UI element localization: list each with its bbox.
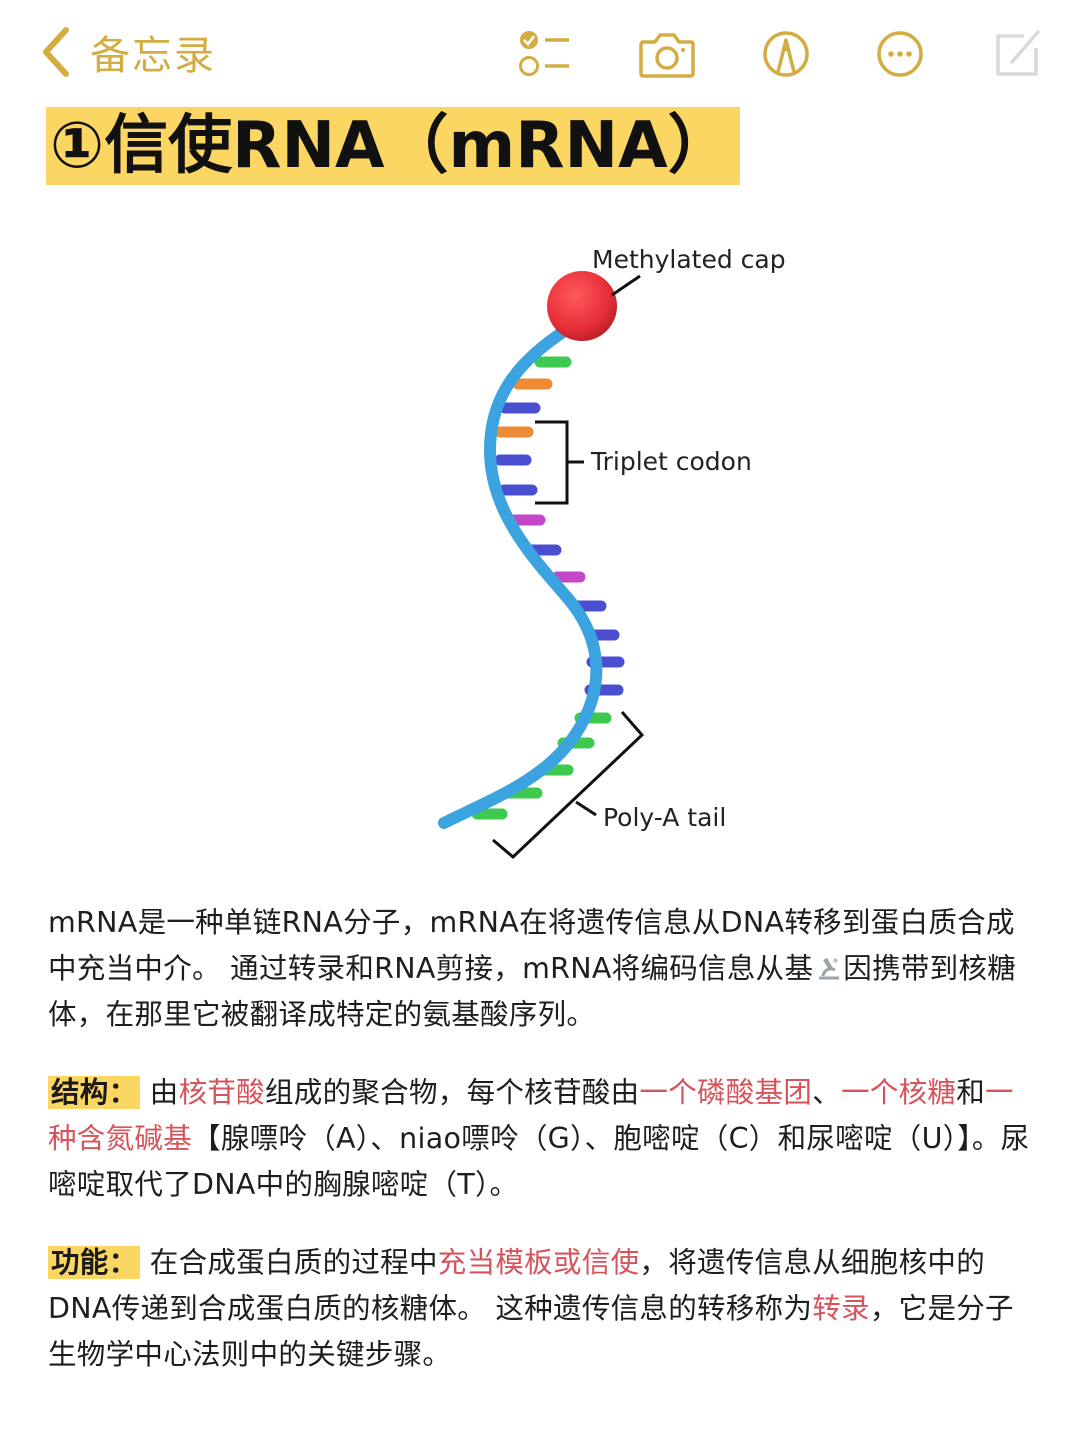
text: 【腺嘌呤（A）、niao嘌呤（G）、胞嘧啶（C）和尿嘧啶（U）】。尿嘧啶取代了D… [48, 1122, 1030, 1201]
rna-backbone [438, 324, 603, 829]
checklist-button[interactable] [515, 26, 575, 82]
label-methylated-cap: Methylated cap [592, 245, 786, 274]
intro-text-1: mRNA是一种单链RNA分子，mRNA在将遗传信息从DNA转移到蛋白质合成中充当… [48, 906, 1015, 985]
navigation-bar: 备忘录 [0, 0, 1080, 100]
note-title: ①信使RNA（mRNA） [50, 109, 732, 183]
microscope-icon [819, 958, 840, 980]
structure-tag: 结构： [48, 1076, 141, 1109]
camera-icon [639, 33, 695, 78]
nucleotide-bases [471, 356, 625, 820]
highlight-ribose: 一个核糖 [841, 1076, 957, 1109]
more-icon [877, 31, 923, 77]
text: 和 [956, 1076, 986, 1109]
text: 在合成蛋白质的过程中 [149, 1246, 438, 1279]
text: ，将遗传信息从细胞核中的DNA传递到合成蛋白质的核糖体。 这种遗传信息的转移称为 [48, 1246, 985, 1325]
highlight-nucleotide: 核苷酸 [178, 1076, 265, 1109]
intro-text-2: 因携带到核糖体，在那里它被翻译成特定的氨基酸序列。 [48, 952, 1017, 1031]
markup-pen-icon [763, 31, 809, 77]
intro-paragraph: mRNA是一种单链RNA分子，mRNA在将遗传信息从DNA转移到蛋白质合成中充当… [48, 900, 1038, 1038]
text: ，它是分子生物学中心法则中的关键步骤。 [48, 1292, 1014, 1371]
camera-button[interactable] [637, 26, 697, 82]
compose-button[interactable] [990, 26, 1050, 82]
text: 、 [812, 1076, 842, 1109]
highlight-phosphate: 一个磷酸基团 [639, 1076, 813, 1109]
text: 组成的聚合物，每个核苷酸由 [264, 1076, 640, 1109]
function-paragraph: 功能： 在合成蛋白质的过程中充当模板或信使，将遗传信息从细胞核中的DNA传递到合… [48, 1240, 1038, 1378]
highlight-template: 充当模板或信使 [437, 1246, 640, 1279]
label-triplet-codon: Triplet codon [590, 447, 752, 476]
function-tag: 功能： [48, 1246, 141, 1279]
markup-button[interactable] [756, 26, 816, 82]
more-button[interactable] [870, 26, 930, 82]
highlight-transcription: 转录 [812, 1292, 870, 1325]
back-button[interactable]: 备忘录 [38, 24, 216, 80]
methylated-cap [547, 271, 617, 341]
back-label: 备忘录 [90, 33, 216, 79]
highlight-base: 一种含氮碱基 [48, 1076, 1014, 1155]
checklist-icon [519, 31, 569, 76]
label-poly-a-tail: Poly-A tail [603, 803, 726, 832]
chevron-left-icon [43, 27, 69, 77]
text: 由 [149, 1076, 179, 1109]
compose-icon [996, 30, 1040, 76]
structure-paragraph: 结构： 由核苷酸组成的聚合物，每个核苷酸由一个磷酸基团、一个核糖和一种含氮碱基【… [48, 1070, 1038, 1208]
mrna-diagram: Methylated cap Triplet codon Poly-A tail [438, 245, 786, 860]
title-highlight: ①信使RNA（mRNA） [46, 107, 740, 185]
